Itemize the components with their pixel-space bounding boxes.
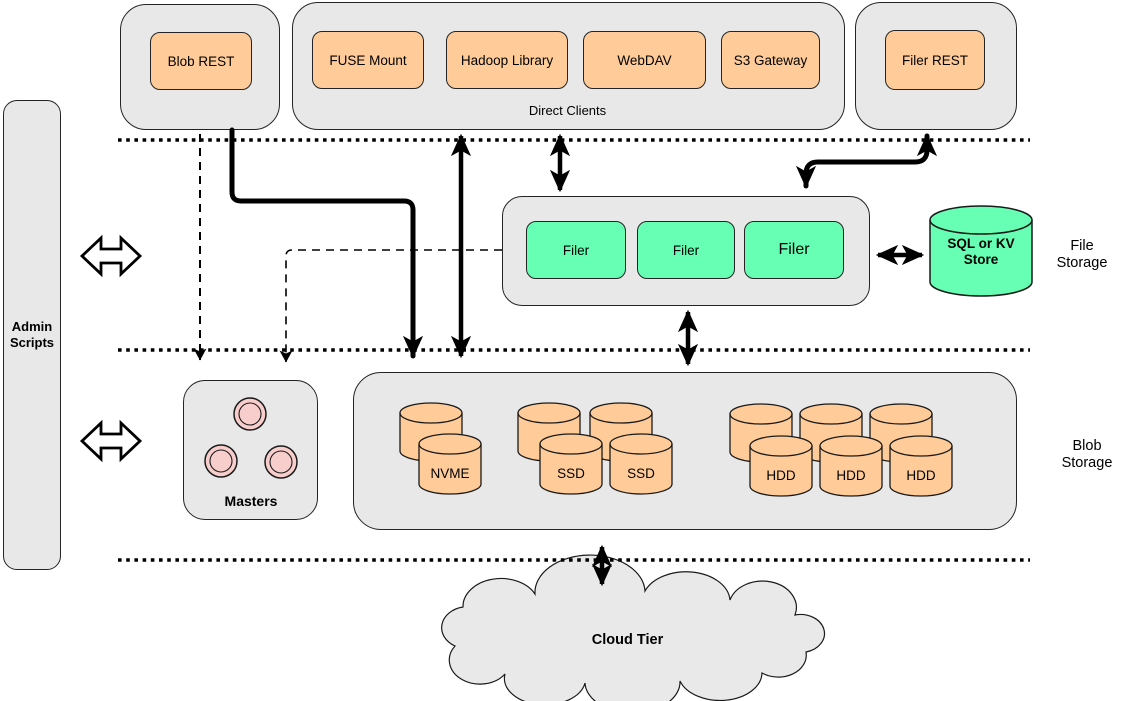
disk-label-nvme: NVME [430,465,470,481]
node-filer-3-label: Filer [778,241,810,258]
node-filer-1-label: Filer [562,242,590,258]
admin-scripts-panel: Admin Scripts [3,100,61,570]
node-webdav-label: WebDAV [617,52,672,68]
node-filer-rest-label: Filer REST [901,52,968,68]
dashed-arrow-filer-to-masters [279,249,502,363]
node-filer-3: Filer [744,221,844,279]
node-fuse-mount: FUSE Mount [312,31,424,89]
node-webdav: WebDAV [583,31,706,89]
node-filer-rest: Filer REST [885,30,985,90]
blob-storage-container [353,372,1017,530]
masters-label: Masters [224,492,278,509]
double-arrow-filerrest-filer [806,133,927,189]
blob-storage-tier-label: Blob Storage [1061,437,1113,471]
disk-label-hdd-2: HDD [836,467,866,483]
node-blob-rest-label: Blob REST [167,53,235,69]
cloud-shape-icon [441,554,826,701]
node-filer-2: Filer [637,221,735,279]
sql-kv-store-label: SQL or KV Store [947,235,1015,267]
node-hadoop-library: Hadoop Library [446,31,568,89]
hollow-double-arrow-admin-filer [79,234,143,278]
file-storage-tier-label: File Storage [1056,237,1108,271]
cloud-tier-label: Cloud Tier [591,632,664,649]
admin-scripts-label: Admin Scripts [9,319,55,350]
disk-label-ssd-1: SSD [557,465,585,481]
direct-clients-label: Direct Clients [528,103,607,119]
arrow-blobrest-to-blobstorage [229,127,413,359]
node-blob-rest: Blob REST [150,32,252,90]
disk-label-hdd-1: HDD [766,467,796,483]
disk-label-hdd-3: HDD [906,467,936,483]
node-s3-gateway-label: S3 Gateway [733,52,808,68]
node-hadoop-library-label: Hadoop Library [460,52,554,68]
disk-label-ssd-2: SSD [627,465,655,481]
node-filer-1: Filer [526,221,626,279]
node-s3-gateway: S3 Gateway [721,31,820,89]
node-fuse-mount-label: FUSE Mount [329,52,407,68]
node-filer-2-label: Filer [672,242,700,258]
hollow-double-arrow-admin-blob [79,419,143,463]
